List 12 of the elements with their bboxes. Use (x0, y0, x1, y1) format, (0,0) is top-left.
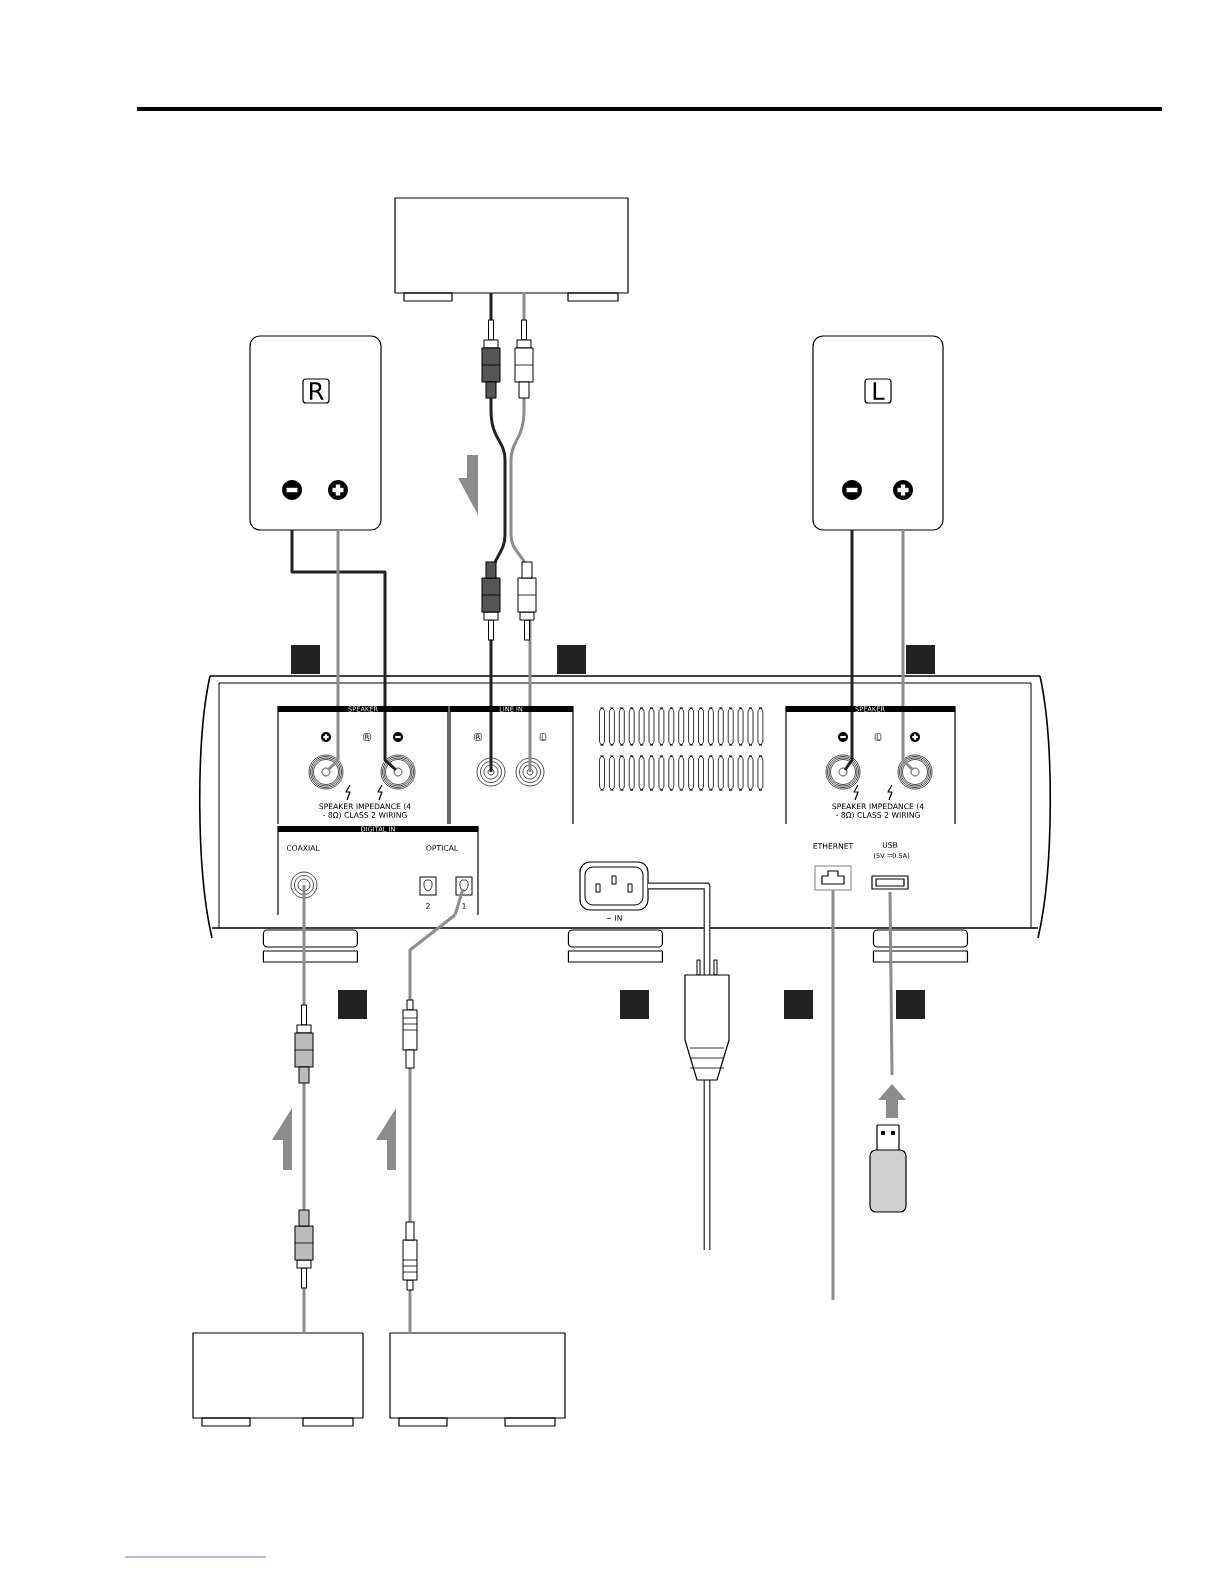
channel-label: L (864, 378, 892, 404)
cable (290, 530, 387, 706)
cable (888, 892, 894, 1076)
cable (831, 890, 835, 1300)
audio-device (192, 1332, 364, 1427)
cable (901, 530, 905, 706)
cable (336, 530, 340, 706)
audio-device (394, 197, 629, 302)
audio-device (389, 1332, 566, 1427)
rear-panel (198, 675, 1052, 963)
channel-label: R (302, 378, 330, 404)
cable (850, 530, 854, 706)
